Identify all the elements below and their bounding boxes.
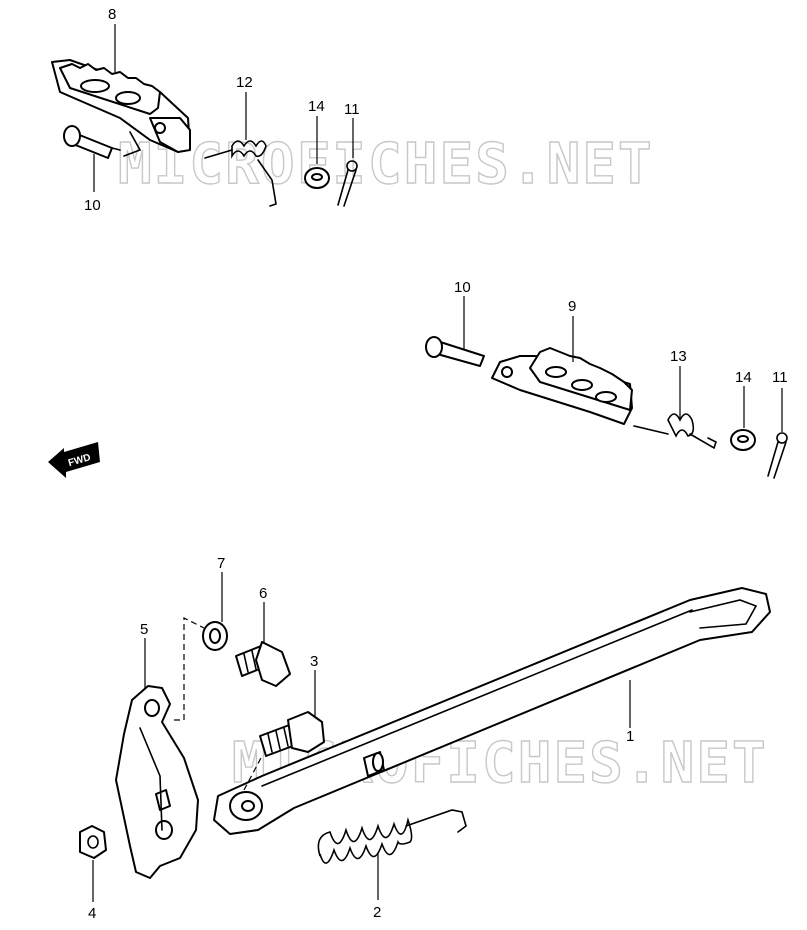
nut-part	[79, 825, 107, 859]
footrest-left-part	[51, 59, 191, 157]
callout-4: 4	[88, 905, 96, 922]
callout-10: 10	[84, 197, 101, 214]
side-stand-part	[213, 587, 771, 835]
callout-11: 11	[772, 369, 788, 386]
arrow-left-icon	[48, 442, 100, 478]
spring-part-right	[633, 413, 717, 450]
callout-2: 2	[373, 904, 381, 921]
callout-5: 5	[140, 621, 148, 638]
pin-part-right	[425, 336, 485, 367]
bracket-part	[115, 685, 199, 879]
washer-part-top	[304, 167, 330, 189]
callout-1: 1	[626, 728, 634, 745]
footrest-right-part	[491, 347, 633, 425]
callout-9: 9	[568, 298, 576, 315]
cotter-pin-part-right	[767, 432, 788, 479]
callout-13: 13	[670, 348, 687, 365]
callout-6: 6	[259, 585, 267, 602]
watermark-top: MICROFICHES.NET	[118, 132, 654, 197]
callout-12: 12	[236, 74, 253, 91]
callout-14: 14	[735, 369, 752, 386]
cotter-pin-part-top	[337, 160, 358, 207]
callout-8: 8	[108, 6, 116, 23]
callout-11: 11	[344, 101, 360, 118]
bolt-part-3	[259, 711, 325, 757]
leader-lines	[92, 24, 783, 902]
callout-7: 7	[217, 555, 225, 572]
spring-part-top	[204, 140, 277, 207]
spring-part-bottom	[317, 809, 467, 864]
fwd-arrow: FWD	[48, 442, 100, 478]
alignment-line-stand	[243, 755, 263, 791]
washer-part-right	[730, 429, 756, 451]
callout-14: 14	[308, 98, 325, 115]
bolt-part-6	[235, 641, 291, 687]
callout-10: 10	[454, 279, 471, 296]
alignment-line-left	[174, 617, 205, 721]
lock-washer-part	[202, 621, 228, 651]
pin-part-top	[63, 125, 121, 159]
callout-labels: 8 12 14 11 10 10 9 13 14 11 7 6 5 3 1 4 …	[84, 6, 788, 922]
callout-3: 3	[310, 653, 318, 670]
